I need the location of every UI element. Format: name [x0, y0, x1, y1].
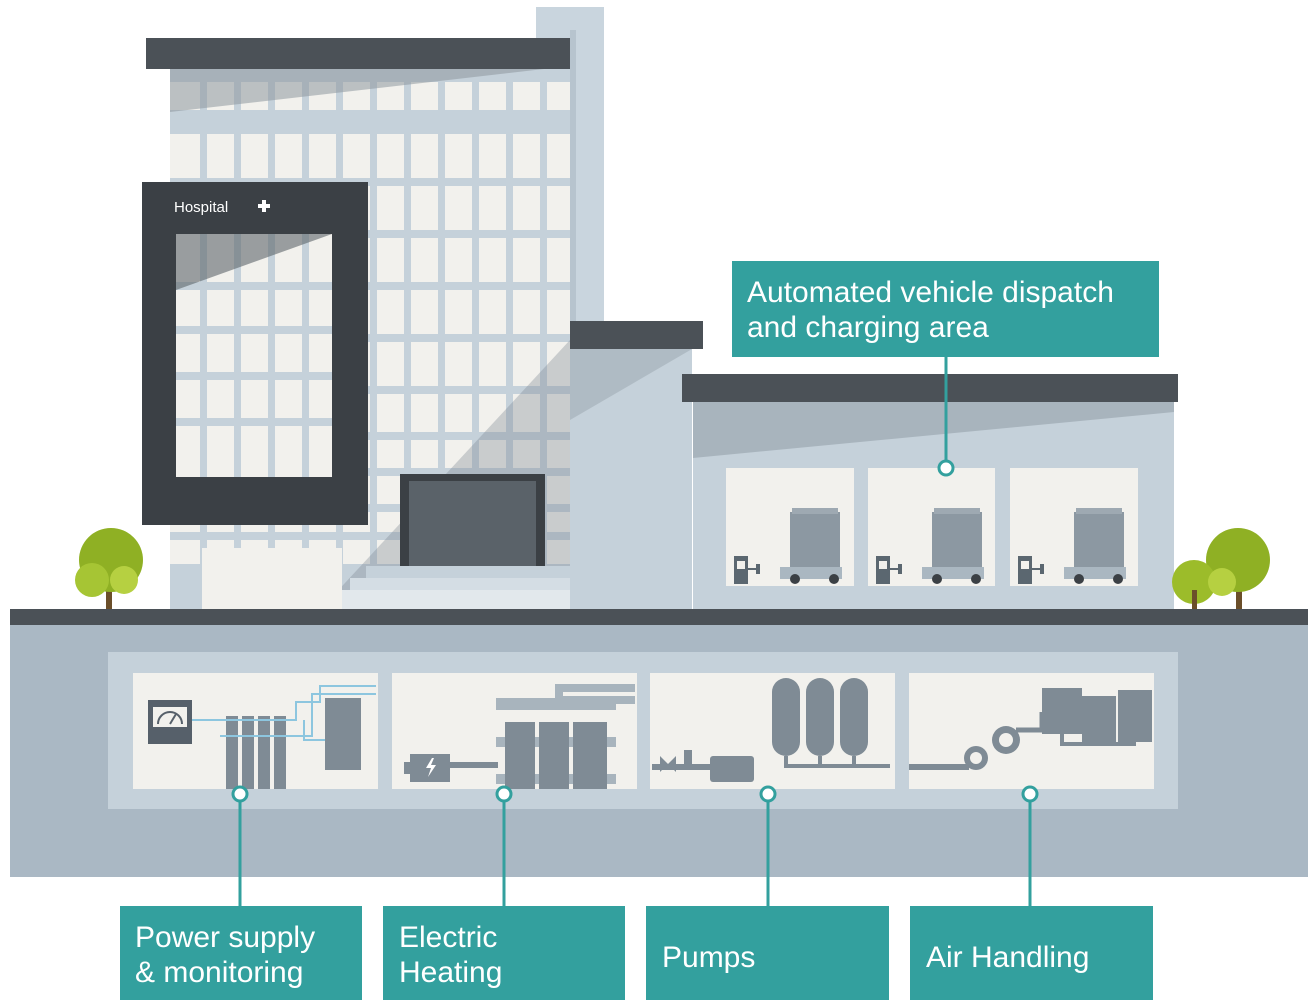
- entrance: [202, 474, 596, 610]
- label-line: Air Handling: [926, 941, 1090, 974]
- hospital-sign: Hospital: [174, 199, 229, 216]
- ground-line: [10, 609, 1308, 625]
- tree-left: [75, 528, 143, 610]
- label-line: Automated vehicle dispatch: [747, 276, 1114, 309]
- charging-bay: [868, 468, 995, 586]
- electric-heating-equipment: [404, 684, 635, 789]
- label-line: Heating: [399, 956, 503, 989]
- basement: [10, 625, 1308, 877]
- callout-connectors: [231, 357, 1039, 906]
- charging-bay: [726, 468, 854, 586]
- power-supply-label: Power supply & monitoring: [120, 906, 362, 1000]
- air-handling-equipment: [909, 688, 1152, 770]
- power-supply-equipment: [148, 685, 376, 789]
- plus-icon: [258, 200, 270, 212]
- tree-right: [1172, 528, 1270, 612]
- label-line: Pumps: [662, 941, 756, 974]
- connector-building: [570, 321, 703, 610]
- pumps-equipment: [652, 678, 890, 782]
- air-handling-label: Air Handling: [910, 906, 1153, 1000]
- charging-building: [682, 374, 1178, 610]
- charging-bay: [1010, 468, 1138, 586]
- dispatch-charging-label: Automated vehicle dispatch and charging …: [732, 261, 1159, 357]
- label-line: Power supply: [135, 921, 316, 954]
- label-line: & monitoring: [135, 956, 304, 989]
- label-line: and charging area: [747, 311, 989, 344]
- label-line: Electric: [399, 921, 498, 954]
- tower-roof: [146, 38, 570, 69]
- electric-heating-label: Electric Heating: [383, 906, 625, 1000]
- hospital-frame: [142, 182, 368, 525]
- pumps-label: Pumps: [646, 906, 889, 1000]
